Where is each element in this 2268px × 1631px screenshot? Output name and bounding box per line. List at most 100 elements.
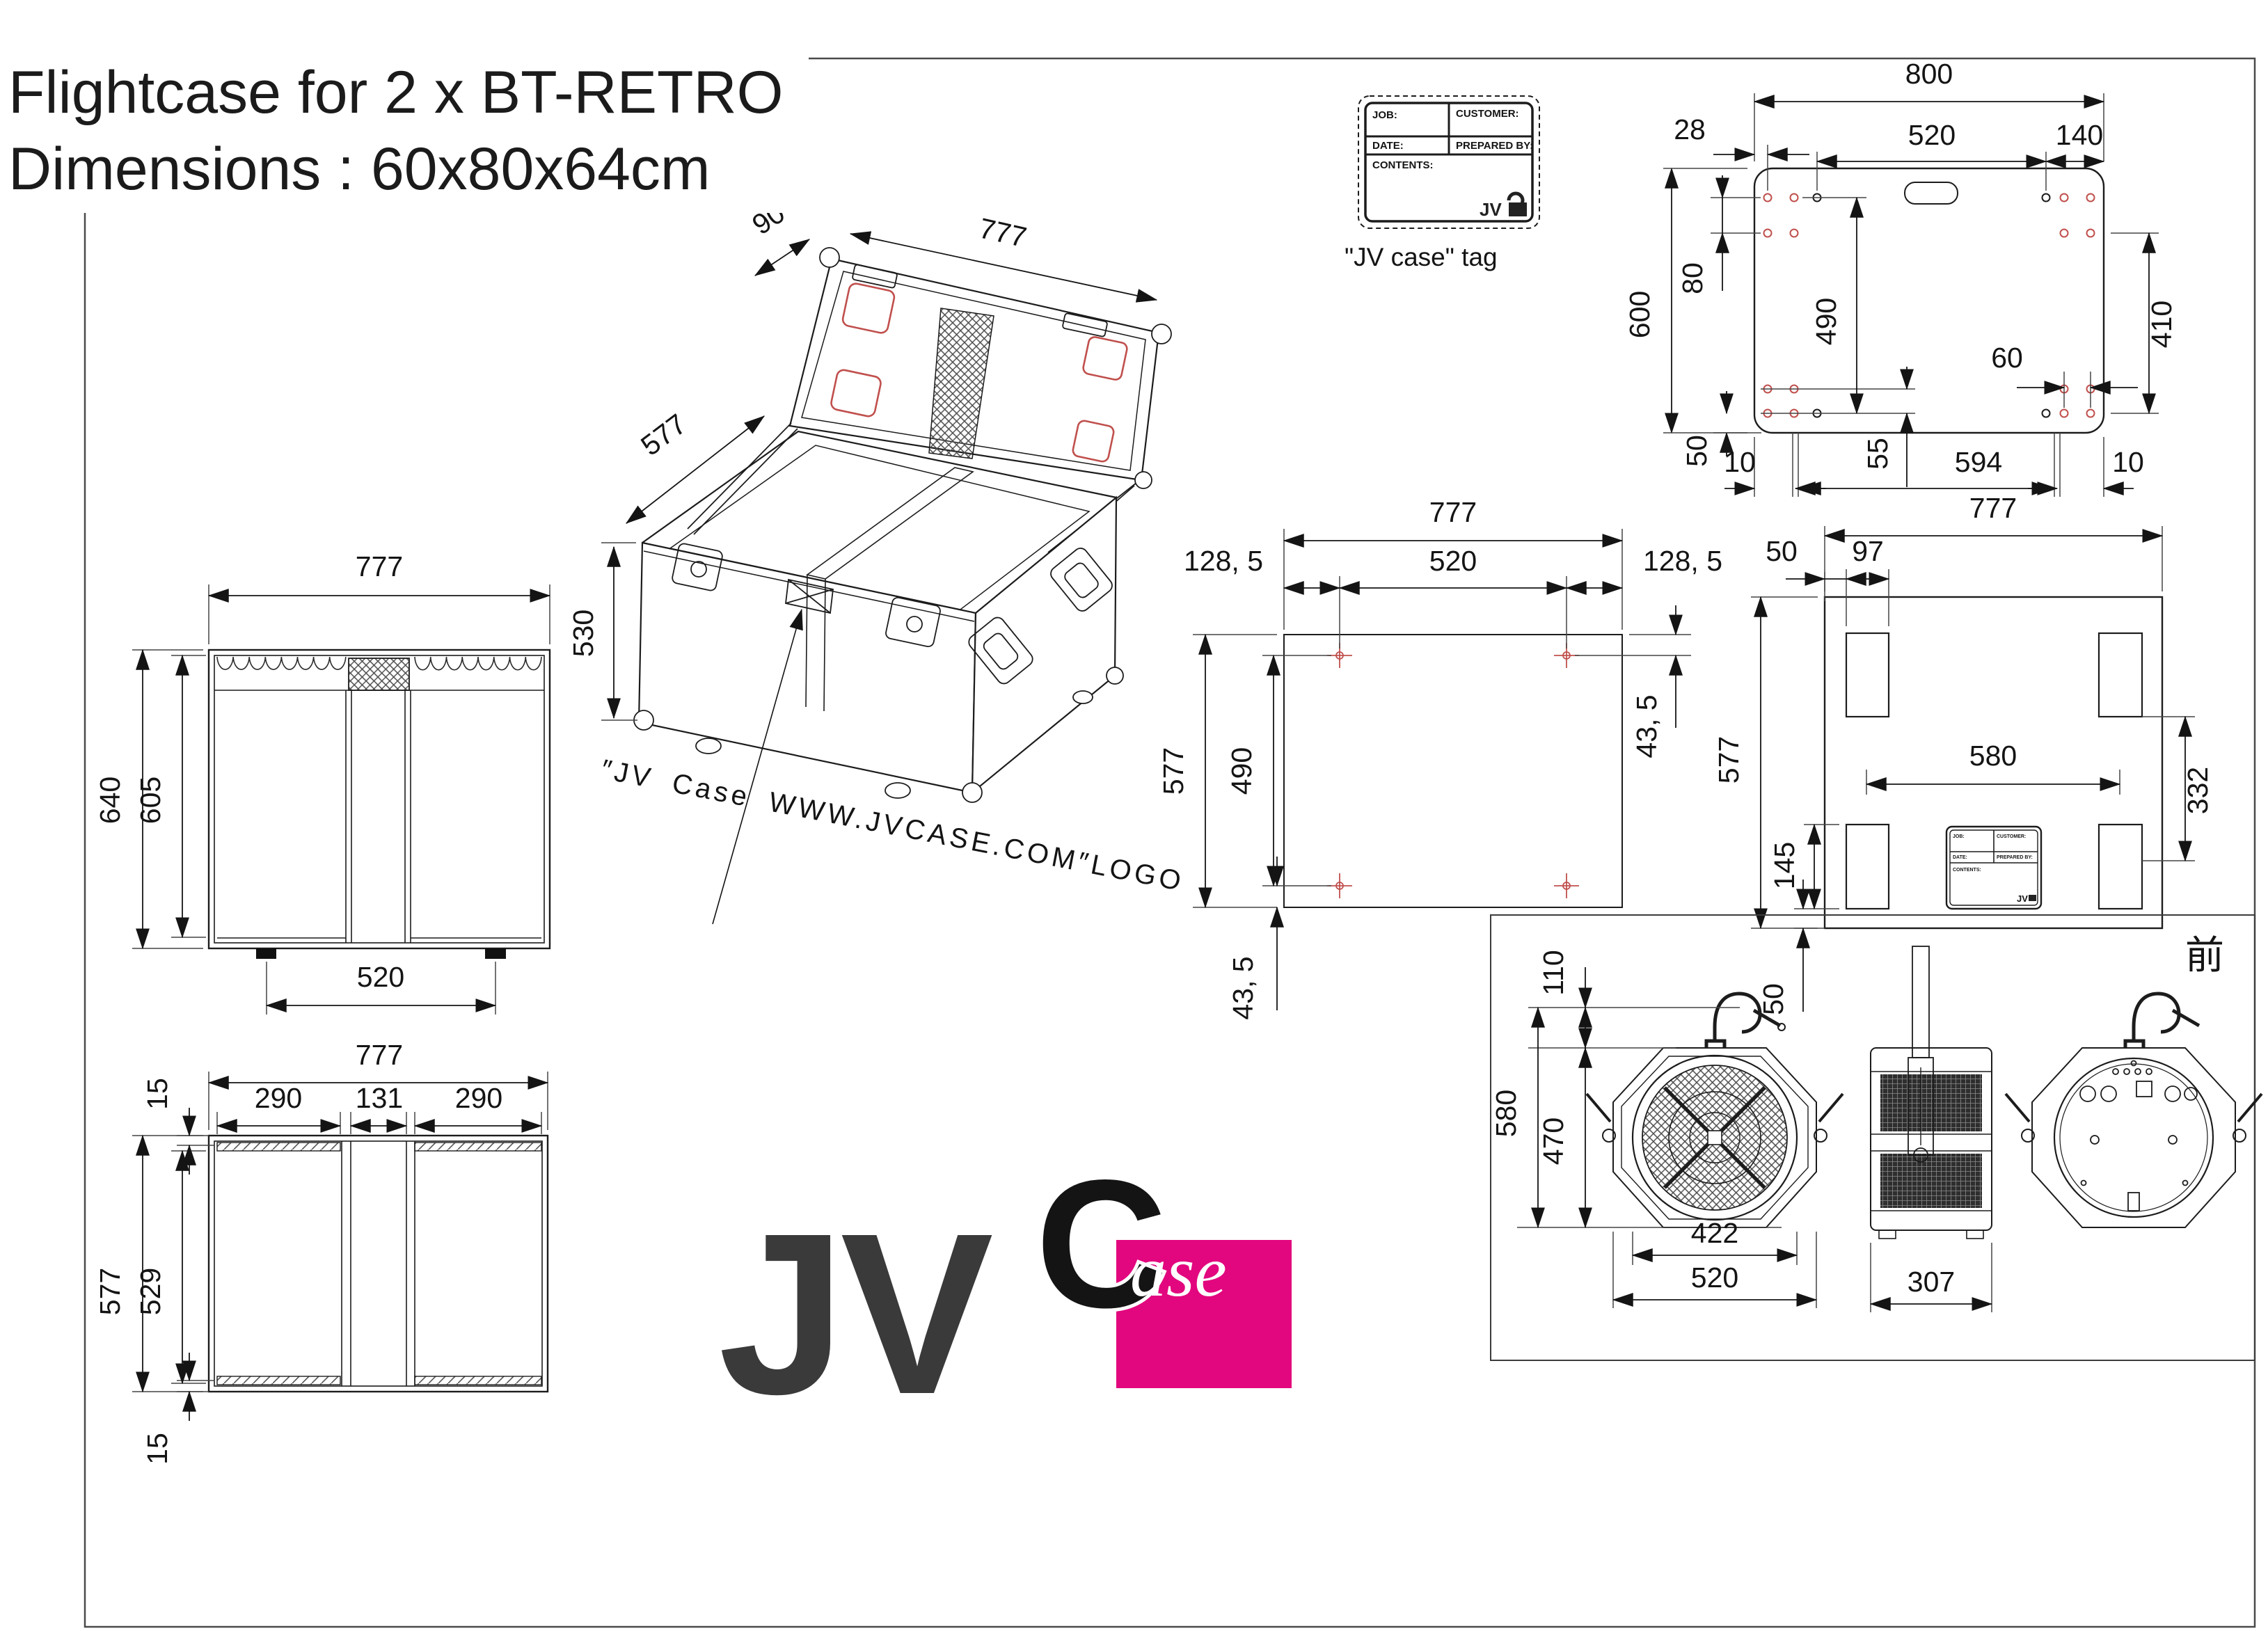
dim-50-left: 50 (1681, 391, 1761, 467)
front-outline (207, 649, 551, 950)
dim-410: 410 (2142, 232, 2178, 415)
svg-text:777: 777 (356, 1039, 403, 1071)
svg-text:50: 50 (1681, 435, 1713, 467)
fixture-lens-inner-ring (1668, 1091, 1761, 1184)
dim-140: 140 (2045, 119, 2105, 168)
dim-60: 60 (1991, 342, 2138, 395)
tag-date-label: DATE: (1372, 140, 1404, 152)
fixture-hook-bolt (1752, 1008, 1782, 1028)
dim-iso-530: 530 (567, 542, 637, 721)
dim-base-50b: 50 (1757, 880, 1810, 1015)
mini-tag-customer: CUSTOMER: (1997, 834, 2026, 839)
svg-text:80: 80 (1676, 262, 1708, 294)
iso-corner-balls (633, 247, 1172, 803)
svg-text:605: 605 (134, 777, 166, 824)
iso-feet (695, 690, 1093, 799)
svg-text:332: 332 (2182, 767, 2214, 814)
svg-text:128, 5: 128, 5 (1643, 545, 1722, 577)
svg-text:55: 55 (1862, 438, 1894, 470)
front-compartments (214, 690, 544, 943)
view-interior-plan: 777 290 131 290 15 (94, 1039, 549, 1465)
svg-text:529: 529 (134, 1268, 166, 1315)
svg-text:577: 577 (1713, 736, 1745, 783)
fixture-hook (1704, 992, 1762, 1048)
dim-base-332: 332 (2178, 715, 2214, 862)
fixture-back-connectors (2079, 1060, 2198, 1211)
dim-bh-128-5-right: 128, 5 (1565, 545, 1722, 595)
svg-text:50: 50 (1766, 535, 1798, 567)
top-panel-outline (1753, 167, 2105, 434)
view-bottom-holes: 777 520 128, 5 128, 5 577 (1157, 496, 1722, 1020)
base-mini-tag: JOB: CUSTOMER: DATE: PREPARED BY: CONTEN… (1945, 825, 2043, 910)
dim-55: 55 (1862, 367, 1914, 487)
svg-text:422: 422 (1691, 1217, 1738, 1249)
dim-front-605: 605 (134, 654, 189, 939)
front-divider-foam (348, 658, 410, 691)
svg-text:145: 145 (1768, 842, 1800, 889)
view-top-panel: 800 28 520 140 (1624, 58, 2178, 497)
svg-text:577: 577 (1157, 747, 1189, 795)
dim-int-529: 529 (134, 1149, 189, 1385)
tag-job-label: JOB: (1372, 109, 1397, 121)
logo-c-text: C (1036, 1142, 1167, 1346)
svg-text:15: 15 (141, 1078, 173, 1110)
svg-text:290: 290 (255, 1082, 302, 1114)
tag-customer-label: CUSTOMER: (1456, 108, 1519, 120)
dim-fix-520: 520 (1612, 1262, 1818, 1307)
tag-caption: "JV case" tag (1345, 243, 1498, 271)
iso-side-handles (968, 548, 1113, 685)
iso-lid-inner (801, 271, 1146, 471)
svg-text:777: 777 (1429, 496, 1477, 528)
logo-ase-text: ase (1130, 1232, 1227, 1312)
iso-lid-foam-cutouts (830, 283, 1128, 463)
mini-tag-prepared: PREPARED BY: (1997, 855, 2033, 860)
dim-520-top: 520 (1816, 119, 2047, 168)
interior-outline (207, 1134, 549, 1393)
fixture-front-view (1585, 992, 1844, 1228)
dim-600: 600 (1624, 167, 1747, 434)
fixture-back-plate-inner (2059, 1063, 2208, 1212)
svg-text:10: 10 (2112, 446, 2144, 478)
dim-bh-520: 520 (1338, 545, 1568, 595)
fixture-lens-ring (1631, 1054, 1798, 1221)
front-side-character: 前 (2185, 933, 2224, 977)
svg-text:520: 520 (1691, 1262, 1738, 1294)
tag-jv-mark-c (1507, 191, 1525, 209)
tag-jv-mark: JV (1480, 199, 1502, 220)
dim-fix-422: 422 (1631, 1217, 1798, 1262)
mini-tag-mark: JV (2017, 893, 2028, 904)
dim-base-145: 145 (1768, 823, 1821, 910)
svg-text:410: 410 (2146, 301, 2178, 348)
front-foot-left (256, 948, 276, 959)
svg-text:520: 520 (357, 961, 404, 993)
dim-base-50: 50 (1766, 535, 1846, 586)
title-line1: Flightcase for 2 x BT-RETRO (8, 59, 784, 126)
iso-logo-marker-box (785, 578, 834, 614)
front-foot-right (485, 948, 506, 959)
svg-text:520: 520 (1429, 545, 1477, 577)
dim-int-577: 577 (94, 1134, 150, 1393)
svg-text:43, 5: 43, 5 (1631, 694, 1663, 758)
svg-text:50: 50 (1757, 983, 1789, 1015)
dim-base-777: 777 (1823, 492, 2164, 543)
dim-bh-577: 577 (1157, 633, 1212, 909)
fixture-frame (1490, 914, 2255, 1361)
dim-fix-110: 110 (1537, 950, 1592, 1049)
front-inner-wall (214, 655, 545, 944)
svg-text:580: 580 (1969, 740, 2017, 772)
tag-jv-mark-square (1509, 202, 1527, 216)
fixture-side-vent-lower (1880, 1154, 1982, 1208)
dim-800: 800 (1753, 58, 2105, 109)
fixture-back-hook (2123, 992, 2181, 1048)
dim-fix-470: 470 (1537, 1047, 1592, 1229)
fixture-back-view (2004, 992, 2263, 1228)
dim-80: 80 (1676, 175, 1729, 294)
dim-int-15-bottom: 15 (141, 1353, 196, 1465)
view-front-section: 777 640 605 520 (94, 550, 551, 1015)
view-base-panel: JOB: CUSTOMER: DATE: PREPARED BY: CONTEN… (1713, 492, 2224, 1015)
svg-text:594: 594 (1955, 446, 2002, 478)
dim-int-290-left: 290 (216, 1082, 342, 1133)
dim-base-580: 580 (1865, 740, 2121, 791)
fixture-back-yoke (2031, 1047, 2236, 1228)
